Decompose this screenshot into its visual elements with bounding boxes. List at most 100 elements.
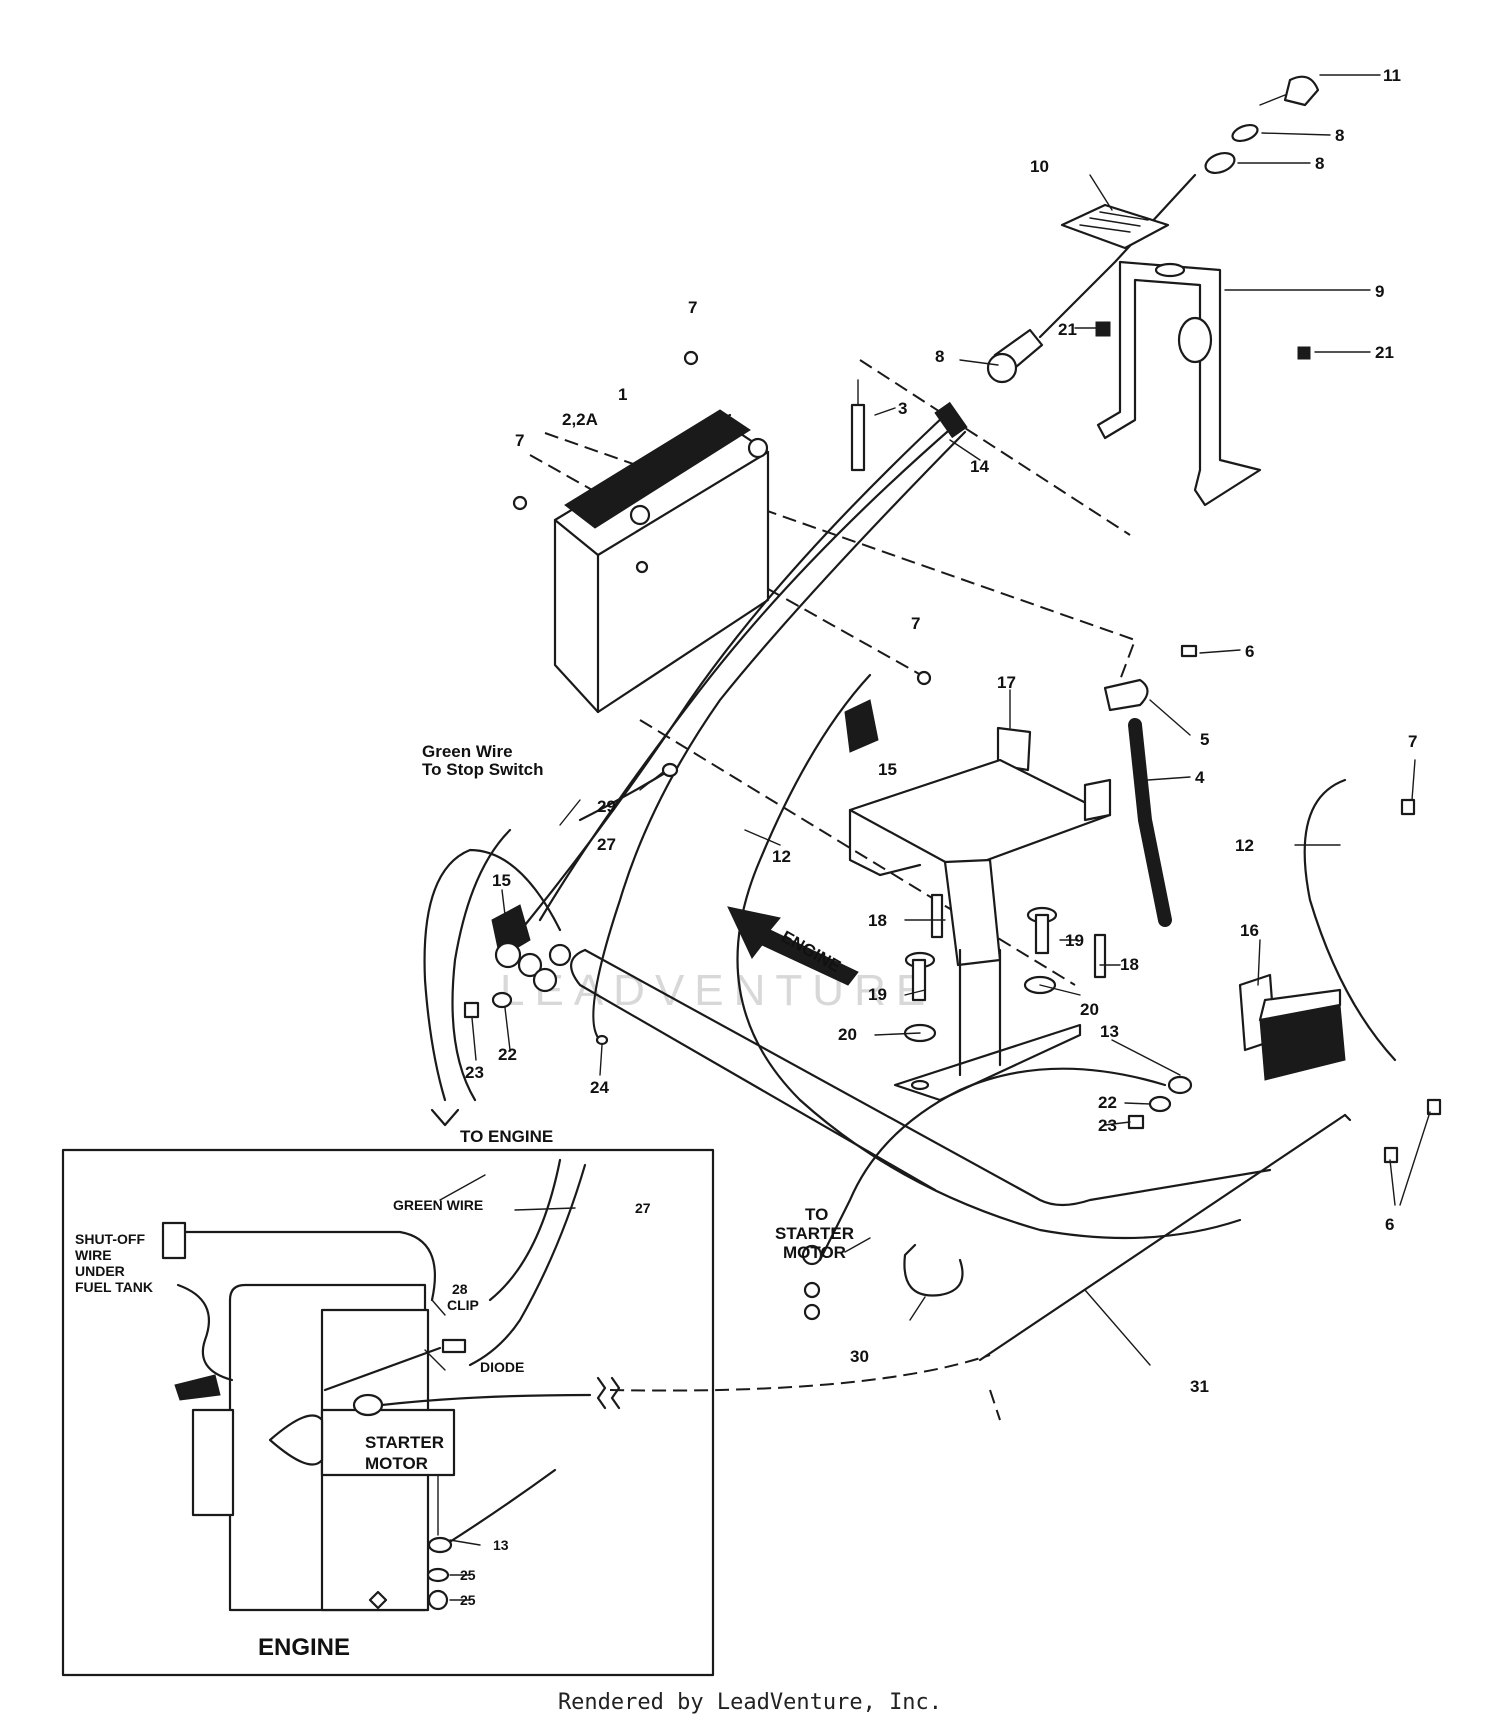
inset-green-wire-label: GREEN WIRE: [393, 1197, 483, 1213]
callout-19: 19: [1065, 931, 1084, 950]
callout-14: 14: [970, 457, 989, 476]
callout-1: 1: [618, 385, 627, 404]
starter-motor-label-2: MOTOR: [365, 1454, 428, 1473]
callout-27: 27: [597, 835, 616, 854]
callout-23: 23: [465, 1063, 484, 1082]
engine-title: ENGINE: [258, 1634, 350, 1661]
callout-13: 13: [1100, 1022, 1119, 1041]
callout-21: 21: [1058, 320, 1077, 339]
starter-motor-label-1: STARTER: [365, 1433, 444, 1452]
ring-terminal-13: [1167, 1075, 1193, 1095]
wire-12-right: [1303, 778, 1397, 1062]
bolt-6-top: [1180, 644, 1198, 658]
callout-9: 9: [1375, 282, 1384, 301]
callout-5: 5: [1200, 730, 1209, 749]
bolt-6-a: [1426, 1098, 1442, 1116]
footer-credit: Rendered by LeadVenture, Inc.: [557, 1690, 943, 1715]
terminal-block-left: [491, 904, 572, 993]
dash-bracket: [1096, 260, 1262, 507]
to-starter-label-1: TO: [805, 1205, 828, 1224]
leader-lines: [424, 74, 1431, 1601]
bolt-18-left: [930, 893, 944, 939]
washer-8-top: [1231, 123, 1259, 143]
mount-plate: [848, 726, 1112, 877]
callout-31: 31: [1190, 1377, 1209, 1396]
callout-4: 4: [1195, 768, 1205, 787]
shutoff-label-2: WIRE: [75, 1247, 112, 1263]
to-starter-label-3: MOTOR: [783, 1243, 846, 1262]
callout-16: 16: [1240, 921, 1259, 940]
diode-label: DIODE: [480, 1359, 524, 1375]
callout-18: 18: [1120, 955, 1139, 974]
bolt-19-right: [1026, 906, 1058, 955]
nut-21-left: [1095, 321, 1111, 337]
callout-22: 22: [498, 1045, 517, 1064]
callout-29: 29: [597, 797, 616, 816]
nut-7-mid: [916, 670, 932, 686]
inset-callout-25: 25: [460, 1567, 476, 1583]
battery: [553, 409, 770, 714]
callout-10: 10: [1030, 157, 1049, 176]
callout-15: 15: [878, 760, 897, 779]
callout-21: 21: [1375, 343, 1394, 362]
shutoff-label-1: SHUT-OFF: [75, 1231, 145, 1247]
callout-6: 6: [1245, 642, 1254, 661]
shutoff-label-3: UNDER: [75, 1263, 125, 1279]
nut-21-right: [1297, 346, 1311, 360]
callout-19: 19: [868, 985, 887, 1004]
wire-harness-3: [592, 430, 967, 1042]
shutoff-label-4: FUEL TANK: [75, 1279, 153, 1295]
nut-23-right: [1127, 1114, 1145, 1130]
callout-30: 30: [850, 1347, 869, 1366]
solenoid: [1238, 973, 1346, 1081]
inset-callout-27: 27: [635, 1200, 651, 1216]
callout-7: 7: [688, 298, 697, 317]
callout-24: 24: [590, 1078, 609, 1097]
wire-harness-2: [523, 413, 947, 927]
callout-11: 11: [1383, 66, 1401, 85]
green-wire-label-2: To Stop Switch: [422, 760, 544, 779]
wire-29: [578, 768, 672, 822]
callout-7: 7: [911, 614, 920, 633]
key: [1259, 75, 1320, 107]
callout-20: 20: [1080, 1000, 1099, 1019]
inset-callout-25: 25: [460, 1592, 476, 1608]
wire-tube: [1128, 718, 1172, 927]
bolt-18-right: [1093, 933, 1107, 979]
decal: [1060, 203, 1170, 250]
callout-3: 3: [898, 399, 907, 418]
nut-7-left: [512, 495, 528, 511]
callout-18: 18: [868, 911, 887, 930]
engine-inset: [61, 1148, 715, 1677]
clip-label: CLIP: [447, 1297, 479, 1313]
callout-8: 8: [1315, 154, 1324, 173]
washer-22-right: [1148, 1095, 1172, 1113]
callout-2-2a: 2,2A: [562, 410, 598, 429]
callout-23: 23: [1098, 1116, 1117, 1135]
frame-plate: [583, 948, 1272, 1207]
callout-7: 7: [1408, 732, 1417, 751]
wire-12-main: [736, 673, 1242, 1240]
screw-24: [595, 1034, 609, 1046]
wire-27: [451, 828, 512, 1102]
bolt-7-right: [1400, 798, 1416, 816]
green-wire-label-1: Green Wire: [422, 742, 513, 761]
post-mount: [893, 858, 1082, 1102]
callout-7: 7: [515, 431, 524, 450]
bolt-6-b: [1383, 1146, 1399, 1164]
washer-8-bottom: [1204, 152, 1236, 174]
callout-17: 17: [997, 673, 1016, 692]
nut-7-top: [683, 350, 699, 366]
callout-6: 6: [1385, 1215, 1394, 1234]
bolt-19-left: [904, 951, 936, 1002]
clip-29: [661, 762, 679, 778]
nut-23-left: [463, 1001, 480, 1019]
callout-8: 8: [1335, 126, 1344, 145]
cable-clamp: [1103, 678, 1149, 712]
to-engine-label: TO ENGINE: [460, 1127, 553, 1146]
callout-12: 12: [1235, 836, 1254, 855]
to-starter-label-2: STARTER: [775, 1224, 854, 1243]
callout-15: 15: [492, 871, 511, 890]
relay: [850, 379, 866, 472]
wiring-parts-diagram: LEADVENTURE: [61, 66, 1442, 1677]
